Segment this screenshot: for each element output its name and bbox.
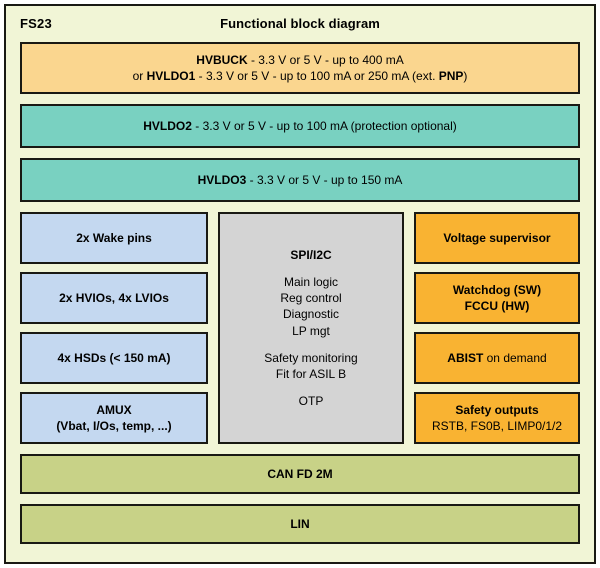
io-column: 2x Wake pins 2x HVIOs, 4x LVIOs 4x HSDs … xyxy=(20,212,208,444)
amux-sources: (Vbat, I/Os, temp, ...) xyxy=(56,419,172,433)
lin-rail: LIN xyxy=(20,504,580,544)
hvios-lvios-label: 2x HVIOs, 4x LVIOs xyxy=(59,290,169,305)
hvldo1-prefix: or xyxy=(132,69,147,83)
block-watchdog-fccu: Watchdog (SW) FCCU (HW) xyxy=(414,272,580,324)
diagram-header: FS23 Functional block diagram xyxy=(16,10,584,40)
block-hvios-lvios: 2x HVIOs, 4x LVIOs xyxy=(20,272,208,324)
hvbuck-line-1: HVBUCK - 3.3 V or 5 V - up to 400 mA xyxy=(196,52,403,68)
core-function-main-logic: Main logic xyxy=(283,274,339,289)
amux-title: AMUX xyxy=(96,402,132,417)
block-amux: AMUX (Vbat, I/Os, temp, ...) xyxy=(20,392,208,444)
core-safety-group: Safety monitoring Fit for ASIL B xyxy=(264,350,357,382)
hvldo3-spec: - 3.3 V or 5 V - up to 150 mA xyxy=(246,172,403,187)
buck-rail: HVBUCK - 3.3 V or 5 V - up to 400 mA or … xyxy=(20,42,580,94)
abist-mode: on demand xyxy=(483,350,547,365)
block-safety-outputs: Safety outputs RSTB, FS0B, LIMP0/1/2 xyxy=(414,392,580,444)
block-voltage-supervisor: Voltage supervisor xyxy=(414,212,580,264)
functional-block-diagram: FS23 Functional block diagram HVBUCK - 3… xyxy=(4,4,596,564)
safety-outputs-pins: RSTB, FS0B, LIMP0/1/2 xyxy=(431,419,563,433)
page-title: Functional block diagram xyxy=(220,16,380,31)
block-hvldo3: HVLDO3 - 3.3 V or 5 V - up to 150 mA xyxy=(20,158,580,202)
hvldo2-spec: - 3.3 V or 5 V - up to 100 mA (protectio… xyxy=(191,118,457,133)
block-hvldo2: HVLDO2 - 3.3 V or 5 V - up to 100 mA (pr… xyxy=(20,104,580,148)
block-wake-pins: 2x Wake pins xyxy=(20,212,208,264)
block-hsds: 4x HSDs (< 150 mA) xyxy=(20,332,208,384)
core-column: SPI/I2C Main logic Reg control Diagnosti… xyxy=(218,212,404,444)
core-memory-group: OTP xyxy=(299,393,324,409)
hsds-label: 4x HSDs (< 150 mA) xyxy=(57,350,171,365)
lin-label: LIN xyxy=(290,516,310,531)
middle-region: 2x Wake pins 2x HVIOs, 4x LVIOs 4x HSDs … xyxy=(20,212,580,444)
core-interface-group: SPI/I2C xyxy=(290,247,331,263)
hvldo2-line: HVLDO2 - 3.3 V or 5 V - up to 100 mA (pr… xyxy=(143,118,457,134)
abist-name: ABIST xyxy=(447,350,484,365)
core-safety-monitoring: Safety monitoring xyxy=(264,350,358,365)
core-function-diagnostic: Diagnostic xyxy=(282,307,340,322)
core-otp-label: OTP xyxy=(298,394,324,409)
core-asil-level: Fit for ASIL B xyxy=(275,366,347,381)
hvldo1-name: HVLDO1 xyxy=(146,69,196,83)
core-function-reg-control: Reg control xyxy=(280,291,342,306)
part-number-label: FS23 xyxy=(20,16,52,31)
can-rail: CAN FD 2M xyxy=(20,454,580,494)
hvldo1-pnp-note: PNP xyxy=(438,69,464,83)
hvbuck-line-2: or HVLDO1 - 3.3 V or 5 V - up to 100 mA … xyxy=(133,68,468,84)
core-functions-group: Main logic Reg control Diagnostic LP mgt xyxy=(280,274,341,339)
fccu-label: FCCU (HW) xyxy=(464,299,530,313)
hvldo1-spec-close: ) xyxy=(463,69,468,83)
hvldo3-name: HVLDO3 xyxy=(197,172,247,187)
voltage-supervisor-label: Voltage supervisor xyxy=(443,230,551,245)
block-core-logic: SPI/I2C Main logic Reg control Diagnosti… xyxy=(218,212,404,444)
core-interface-label: SPI/I2C xyxy=(290,247,332,262)
hvbuck-spec: - 3.3 V or 5 V - up to 400 mA xyxy=(247,52,404,67)
block-hvbuck: HVBUCK - 3.3 V or 5 V - up to 400 mA or … xyxy=(20,42,580,94)
hvldo3-line: HVLDO3 - 3.3 V or 5 V - up to 150 mA xyxy=(198,172,403,188)
block-can-fd: CAN FD 2M xyxy=(20,454,580,494)
hvldo2-rail: HVLDO2 - 3.3 V or 5 V - up to 100 mA (pr… xyxy=(20,104,580,148)
hvldo1-spec: - 3.3 V or 5 V - up to 100 mA or 250 mA … xyxy=(195,69,439,83)
hvldo3-rail: HVLDO3 - 3.3 V or 5 V - up to 150 mA xyxy=(20,158,580,202)
block-abist: ABIST on demand xyxy=(414,332,580,384)
watchdog-label: Watchdog (SW) xyxy=(452,282,542,297)
core-function-lp-mgt: LP mgt xyxy=(292,323,330,338)
hvbuck-name: HVBUCK xyxy=(196,52,248,67)
safety-column: Voltage supervisor Watchdog (SW) FCCU (H… xyxy=(414,212,580,444)
hvldo2-name: HVLDO2 xyxy=(143,118,192,133)
can-fd-label: CAN FD 2M xyxy=(267,466,333,481)
abist-line: ABIST on demand xyxy=(447,350,546,366)
safety-outputs-title: Safety outputs xyxy=(455,402,539,417)
wake-pins-label: 2x Wake pins xyxy=(76,230,152,245)
block-lin: LIN xyxy=(20,504,580,544)
